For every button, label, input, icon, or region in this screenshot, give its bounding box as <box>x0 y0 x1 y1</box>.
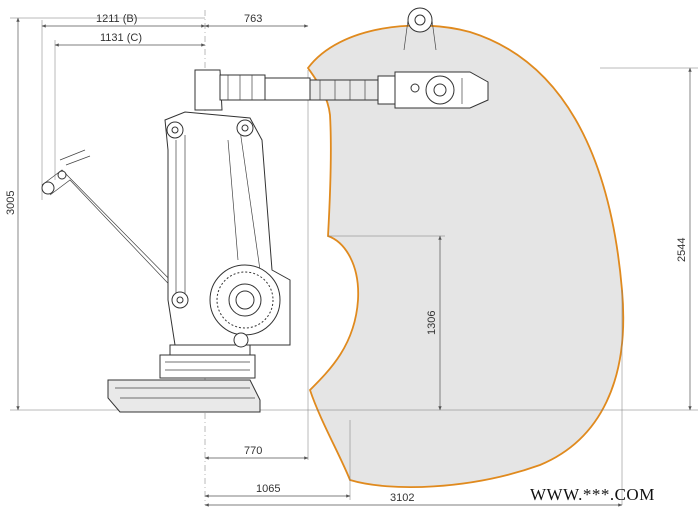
dim-label-770: 770 <box>244 445 262 457</box>
dim-label-763: 763 <box>244 13 262 25</box>
dim-label-1131: 1131 (C) <box>100 32 142 44</box>
watermark-text: WWW.***.COM <box>530 485 655 504</box>
balancer-arm <box>41 149 183 299</box>
dim-label-3005: 3005 <box>5 191 17 215</box>
robot-base <box>107 344 261 413</box>
lifting-eye-icon <box>403 7 437 51</box>
dim-label-1211: 1211 (B) <box>96 13 137 25</box>
dim-label-1306: 1306 <box>426 311 438 335</box>
robot-upper-arm <box>194 69 396 111</box>
dim-label-2544: 2544 <box>676 238 688 262</box>
robot-wrist <box>394 71 489 109</box>
dim-label-3102: 3102 <box>390 492 414 504</box>
dim-label-1065: 1065 <box>256 483 280 495</box>
working-envelope <box>306 24 625 489</box>
axis-motor-hub <box>209 264 281 348</box>
